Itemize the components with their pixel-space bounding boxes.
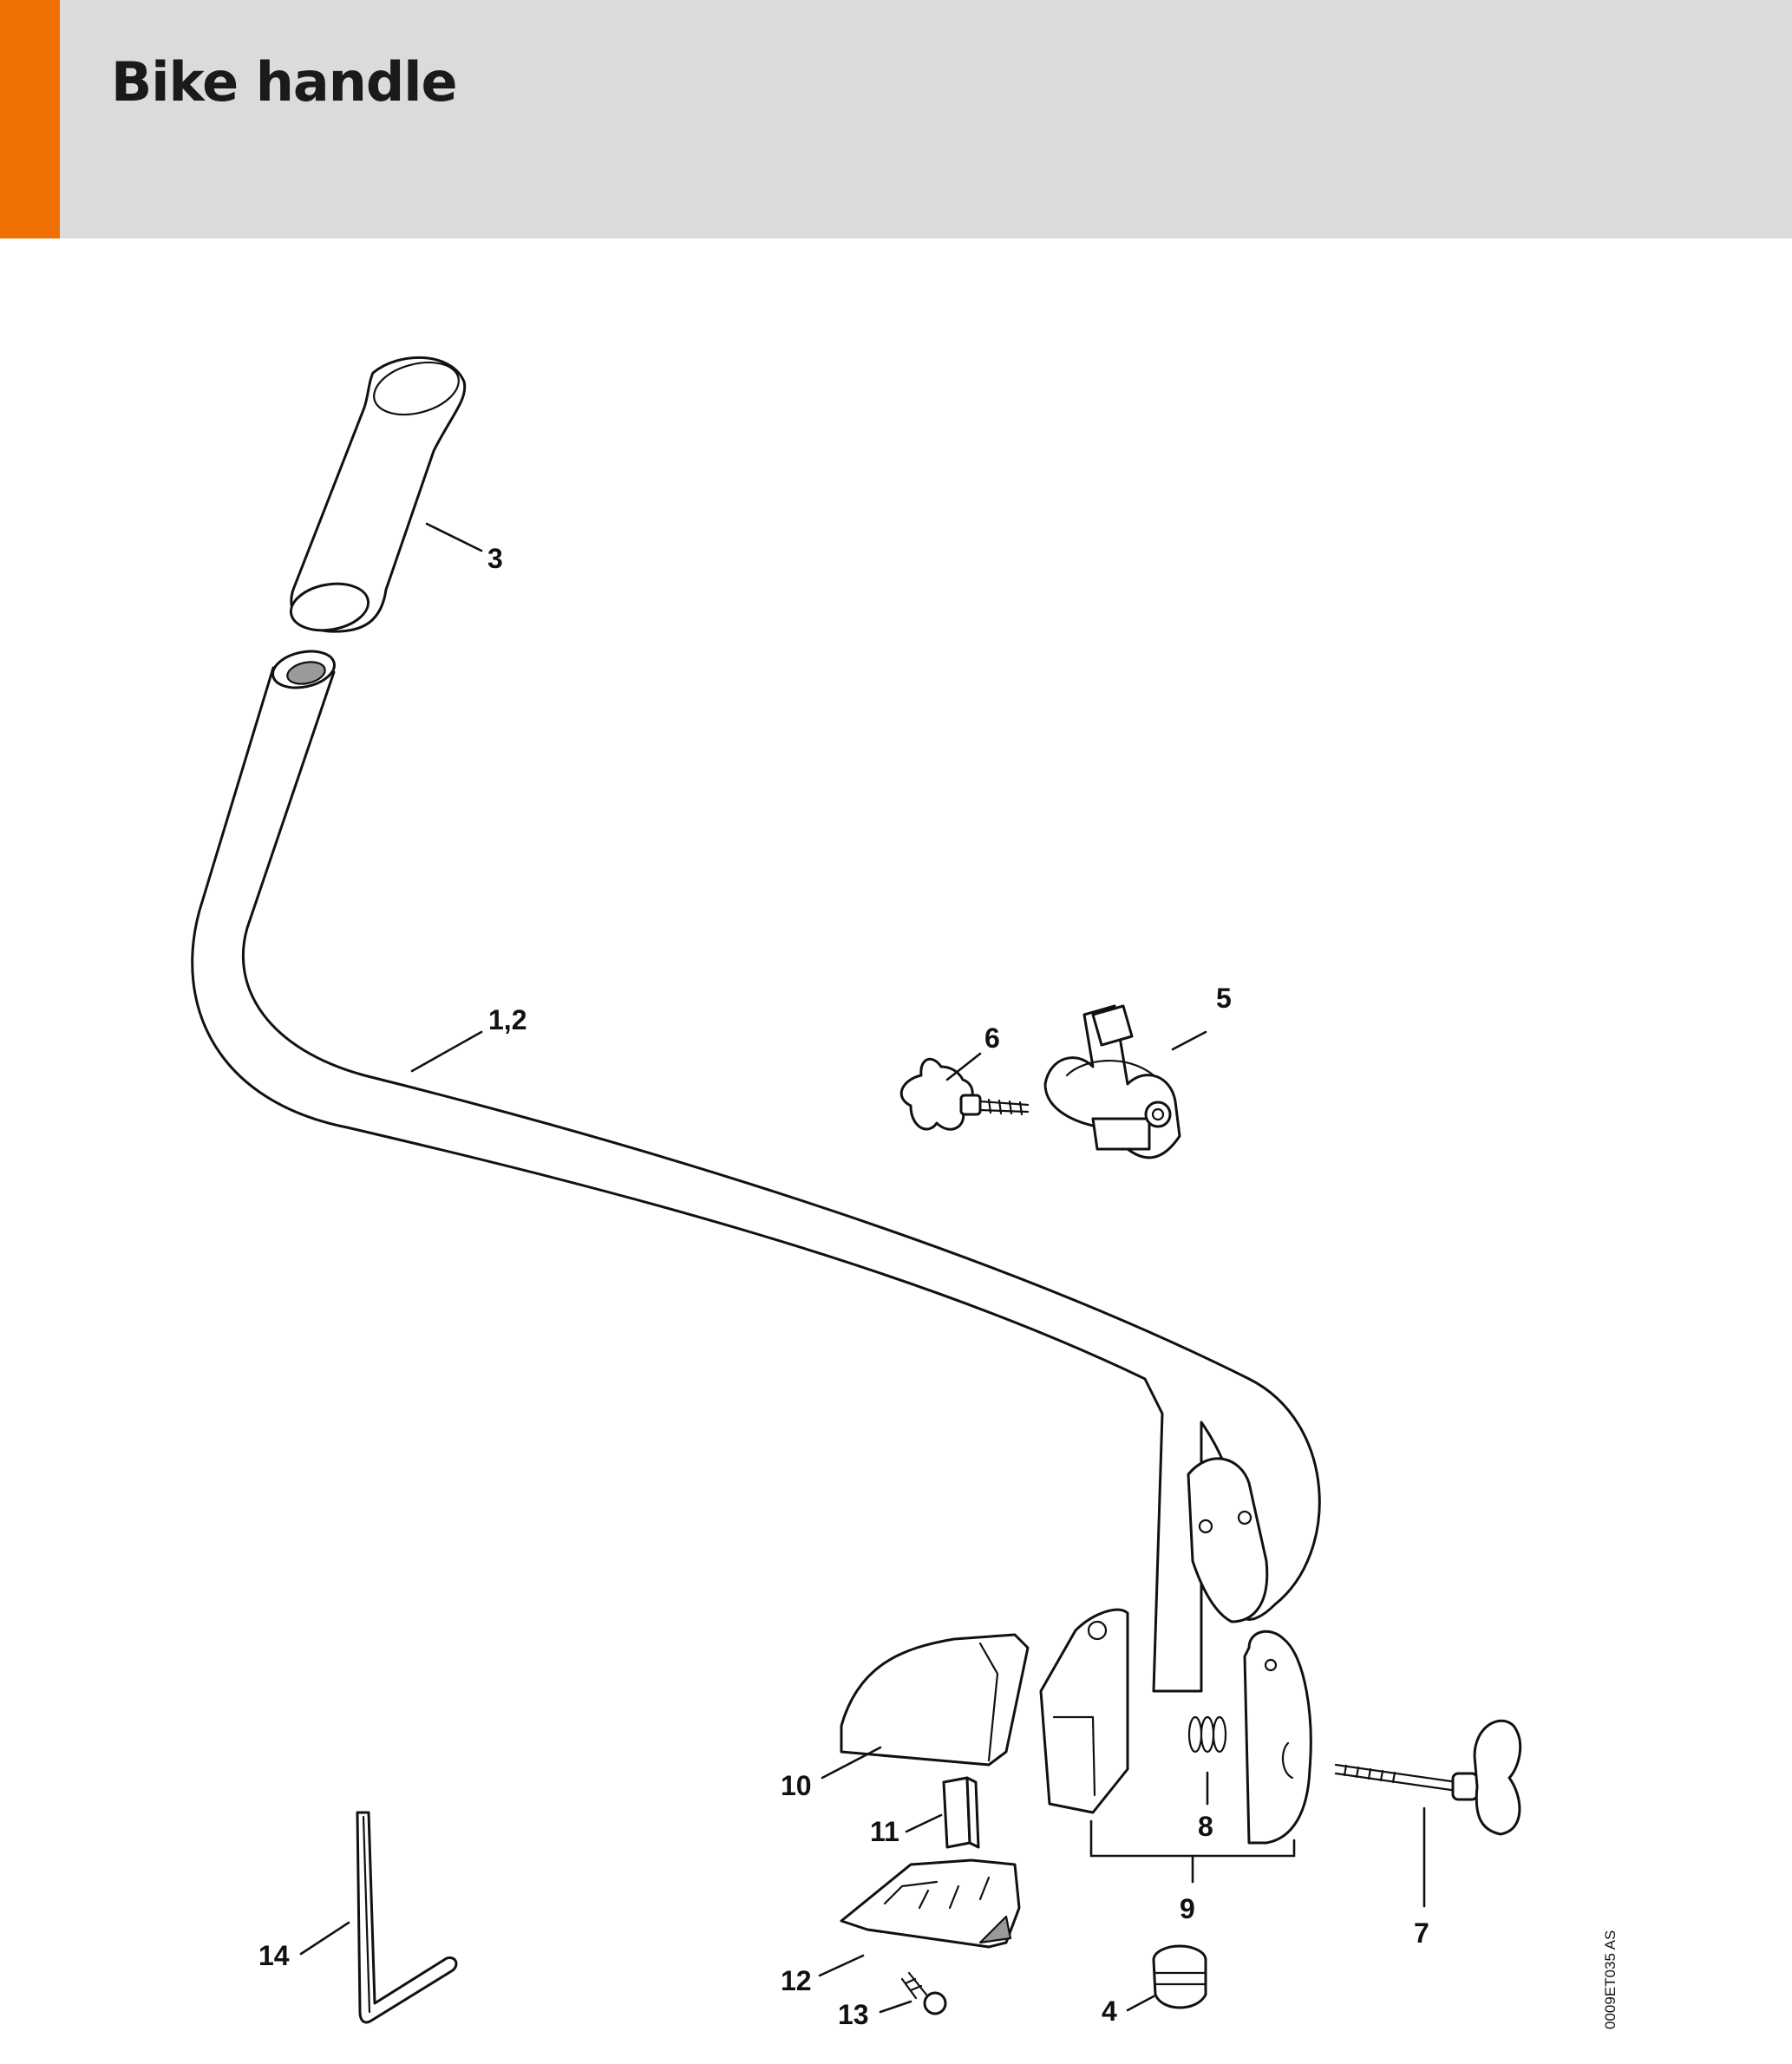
callout-6: 6 (984, 1022, 1000, 1054)
leader-14 (299, 1921, 350, 1956)
clamp-half-right-part (1243, 1630, 1312, 1845)
leader-12 (818, 1954, 865, 1977)
leader-11 (905, 1813, 943, 1833)
wing-screw-part (1334, 1719, 1522, 1836)
header-accent-bar (0, 0, 60, 238)
leader-1-2 (410, 1030, 483, 1073)
handle-bar-tube-part (191, 650, 1321, 1693)
star-knob-part (899, 1057, 1030, 1131)
cover-top-part (840, 1633, 1030, 1767)
callout-5: 5 (1216, 983, 1232, 1014)
callout-8: 8 (1198, 1811, 1213, 1842)
leader-13 (879, 2000, 912, 2014)
leader-4 (1126, 1995, 1155, 2012)
clamp-half-left-part (1039, 1608, 1129, 1814)
plug-part (1152, 1944, 1207, 2009)
cover-bottom-part (840, 1858, 1021, 1949)
page-header: Bike handle (0, 0, 1792, 238)
insert-part (942, 1776, 980, 1849)
callout-10: 10 (781, 1770, 812, 1801)
page-title: Bike handle (111, 50, 458, 114)
callout-9: 9 (1180, 1893, 1195, 1924)
grip-part (289, 356, 467, 633)
leader-5 (1171, 1030, 1207, 1051)
callout-1-2: 1,2 (488, 1004, 526, 1035)
spring-part (1187, 1715, 1227, 1754)
callout-14: 14 (258, 1940, 290, 1971)
handle-support-part (1043, 1004, 1181, 1159)
screw-part (900, 1971, 947, 2015)
callout-12: 12 (781, 1965, 812, 1996)
leader-6 (945, 1052, 982, 1081)
callout-13: 13 (838, 1999, 869, 2030)
leader-10 (821, 1746, 882, 1780)
leader-3 (425, 522, 483, 552)
hex-key-part (356, 1811, 458, 2024)
drawing-code: 0009ET035 AS (1602, 1930, 1619, 2029)
callout-3: 3 (487, 543, 503, 574)
callout-11: 11 (870, 1816, 899, 1847)
callout-4: 4 (1102, 1995, 1117, 2027)
callout-7: 7 (1414, 1917, 1429, 1949)
